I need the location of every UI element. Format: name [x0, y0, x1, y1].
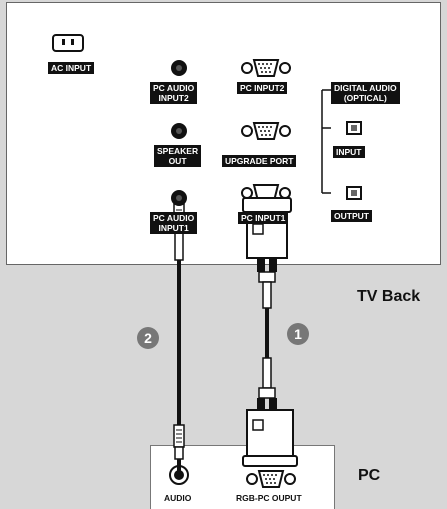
ac-input-socket-icon: [52, 34, 84, 52]
speaker-out-jack-icon: [171, 123, 187, 139]
optical-input-port-icon: [346, 121, 362, 135]
digital-audio-label: DIGITAL AUDIO (OPTICAL): [331, 82, 400, 104]
pc-audio-input1-label: PC AUDIO INPUT1: [150, 212, 198, 234]
audio-label: AUDIO: [164, 493, 192, 503]
pc-title: PC: [358, 467, 381, 484]
speaker-out-label: SPEAKER OUT: [154, 145, 202, 167]
pc-audio-input2-jack-icon: [171, 60, 187, 76]
pc-input1-label: PC INPUT1: [238, 212, 289, 224]
pc-input2-label: PC INPUT2: [237, 82, 288, 94]
pc-audio-input2-label: PC AUDIO INPUT2: [150, 82, 198, 104]
rgb-cable: [242, 197, 298, 467]
step-2-badge: 2: [137, 327, 159, 349]
optical-output-label: OUTPUT: [331, 210, 372, 222]
upgrade-port-icon: [241, 122, 291, 140]
pc-audio-jack-icon: [169, 459, 189, 485]
pc-audio-input1-jack-icon: [171, 190, 187, 206]
optical-output-port-icon: [346, 186, 362, 200]
rgb-pc-output-label: RGB-PC OUPUT: [236, 493, 302, 503]
tv-back-title: TV Back: [357, 288, 421, 305]
upgrade-port-label: UPGRADE PORT: [222, 155, 297, 167]
optical-input-label: INPUT: [333, 146, 365, 158]
ac-input-label: AC INPUT: [48, 62, 95, 74]
pc-input2-port-icon: [241, 59, 291, 77]
audio-cable: [173, 203, 185, 460]
step-1-badge: 1: [287, 323, 309, 345]
digital-audio-bracket: [321, 89, 331, 194]
pc-rgb-port-icon: [246, 470, 296, 488]
